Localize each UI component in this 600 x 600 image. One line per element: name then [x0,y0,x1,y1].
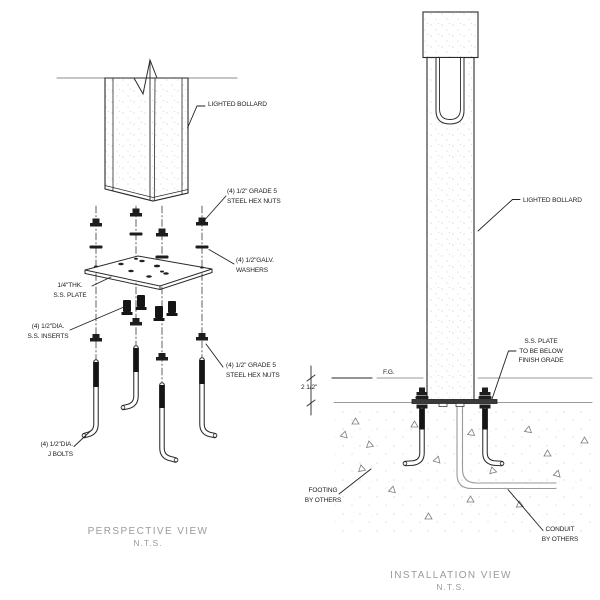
washer [195,245,209,249]
installation-view-title: INSTALLATION VIEW N.T.S. [371,570,531,592]
label-line: (4) 1/2" GRADE 5 [226,362,276,369]
label-ss-inserts: (4) 1/2"DIA. S.S. INSERTS [24,322,72,341]
ss-inserts [121,295,178,321]
j-bolt [159,382,179,463]
label-line: WASHERS [236,266,268,274]
label-line: (4) 1/2" GRADE 5 [227,188,277,195]
j-bolt [120,345,139,411]
label-ss-plate-perspective: 1/4"THK. S.S. PLATE [48,281,92,300]
perspective-view-title: PERSPECTIVE VIEW N.T.S. [68,526,228,548]
hex-nut [196,333,208,341]
depth-dimension-lines [306,365,316,416]
label-footing-by-others: FOOTING BY OTHERS [302,486,344,505]
hex-nuts-upper [90,208,208,237]
label-line: FOOTING [308,487,338,494]
label-line: FINISH GRADE [518,357,564,364]
anchor-centerlines [95,205,203,385]
label-line: J BOLTS [47,450,73,458]
washer [155,255,169,259]
leader-lines [338,199,544,531]
hex-nut [130,208,142,217]
washer [89,245,103,249]
label-line: (4) 1/2"DIA. [40,441,73,448]
label-depth-dimension: 2 1/2" [301,384,318,391]
label-hex-nuts-top: (4) 1/2" GRADE 5 STEEL HEX NUTS [227,187,281,206]
j-bolt [199,357,218,439]
view-scale-text: N.T.S. [133,538,163,548]
view-title-text: INSTALLATION VIEW [390,570,512,581]
light-window [435,57,465,125]
hex-nut [156,228,168,237]
base-plate [84,255,213,291]
label-line: BY OTHERS [304,496,342,504]
label-conduit-by-others: CONDUIT BY OTHERS [539,525,581,544]
insert [166,301,178,316]
anchor-bolt-left [402,387,429,467]
j-bolt [81,359,99,439]
anchor-bolt-right [478,387,505,467]
label-line: S.S. INSERTS [27,332,69,340]
label-j-bolts: (4) 1/2"DIA. J BOLTS [30,440,73,459]
view-title-text: PERSPECTIVE VIEW [87,526,209,537]
label-line: CONDUIT [545,526,575,533]
label-line: S.S. PLATE [524,338,558,345]
hex-nut [130,318,142,326]
washer [129,232,143,236]
conduit [456,403,557,490]
label-line: S.S. PLATE [53,291,87,299]
plate-holes [94,257,204,278]
hex-nuts-lower [90,318,208,361]
insert [153,306,165,321]
perspective-view-drawing [56,58,238,463]
installed-bollard [422,11,479,401]
aggregate-triangles [339,417,589,520]
galv-washers [89,232,209,259]
insert [135,295,147,310]
anchor-bolts [402,387,505,467]
ss-plate-section [411,399,498,407]
j-bolts [81,345,218,463]
hex-nut [156,353,168,361]
label-line: (4) 1/2"GALV. [236,257,274,264]
view-scale-text: N.T.S. [436,582,466,592]
leader-lines [69,105,235,447]
label-line: STEEL HEX NUTS [227,197,281,205]
label-line: STEEL HEX NUTS [226,371,280,379]
label-ss-plate-installation: S.S. PLATE TO BE BELOW FINISH GRADE [511,337,571,366]
label-finish-grade: F.G. [383,369,395,376]
label-hex-nuts-bottom: (4) 1/2" GRADE 5 STEEL HEX NUTS [226,361,280,380]
label-galv-washers: (4) 1/2"GALV. WASHERS [236,256,274,275]
label-line: BY OTHERS [541,535,579,543]
label-line: TO BE BELOW [519,347,563,355]
label-lighted-bollard-installation: LIGHTED BOLLARD [523,196,582,204]
label-lighted-bollard-perspective: LIGHTED BOLLARD [208,101,267,108]
hex-nut [90,218,102,227]
hex-nut [196,217,208,226]
insert [121,300,133,315]
bollard-post [104,59,189,202]
installation-view-drawing [306,11,593,532]
hex-nut [90,334,102,342]
label-line: (4) 1/2"DIA. [31,323,65,330]
label-line: 1/4"THK. [57,282,83,289]
footing-concrete [335,404,592,532]
